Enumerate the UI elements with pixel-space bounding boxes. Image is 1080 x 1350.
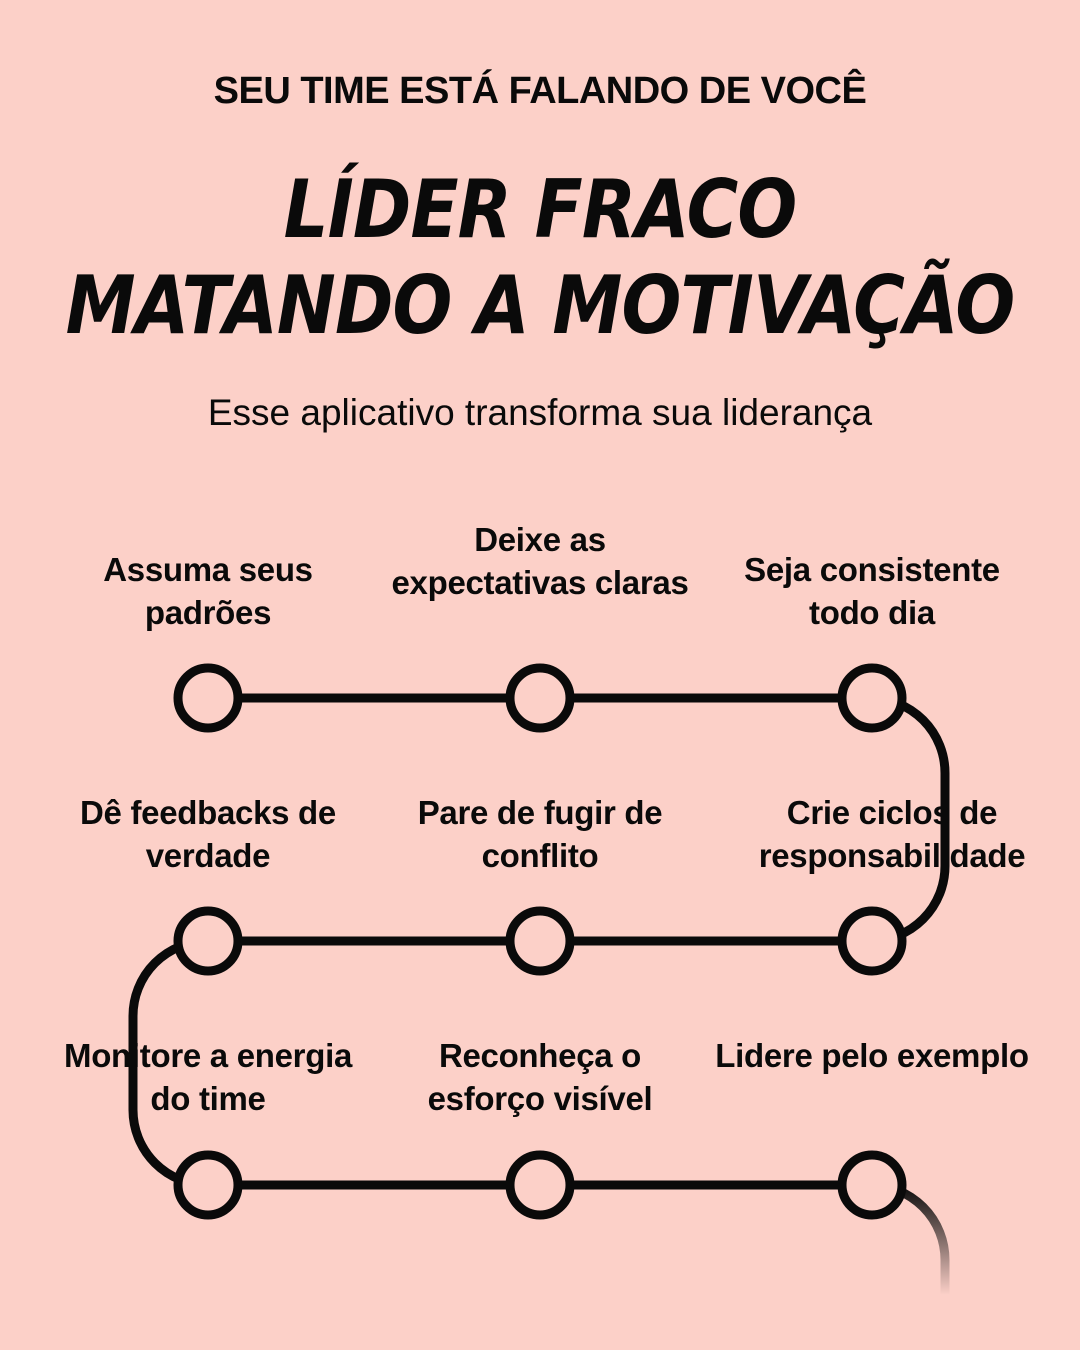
step-label-4: Crie ciclos de responsabilidade [758,794,1026,874]
step-node-8 [505,1150,575,1220]
step-label-9: Lidere pelo exemplo [715,1037,1029,1074]
step-label-2: Deixe as expectativas claras [391,521,689,601]
eyebrow-title: SEU TIME ESTÁ FALANDO DE VOCÊ [213,70,867,112]
headline-line-2: MATANDO A MOTIVAÇÃO [65,259,1016,352]
step-node-4 [837,906,907,976]
step-node-6 [173,906,243,976]
step-node-1 [173,663,243,733]
step-label-8: Reconheça o esforço visível [427,1037,653,1117]
step-node-3 [837,663,907,733]
step-label-6: Dê feedbacks de verdade [80,794,336,874]
step-node-9 [837,1150,907,1220]
step-label-3: Seja consistente todo dia [744,551,1000,631]
step-label-1: Assuma seus padrões [103,551,313,631]
step-label-7: Monitore a energia do time [64,1037,352,1117]
headline: LÍDER FRACO MATANDO A MOTIVAÇÃO [65,162,1016,354]
step-node-7 [173,1150,243,1220]
headline-line-1: LÍDER FRACO [283,163,798,256]
subtitle: Esse aplicativo transforma sua liderança [207,392,873,433]
step-node-5 [505,906,575,976]
step-label-5: Pare de fugir de conflito [417,794,663,874]
step-node-2 [505,663,575,733]
